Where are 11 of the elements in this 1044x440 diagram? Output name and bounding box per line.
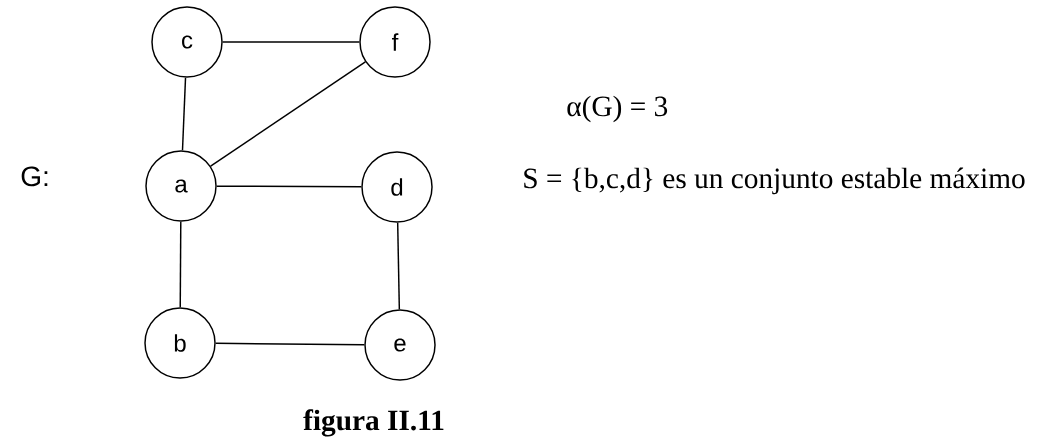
figure-caption: figura II.11 xyxy=(303,409,444,437)
edge-line xyxy=(209,61,367,167)
edge-line xyxy=(396,222,401,310)
edge-line xyxy=(222,41,360,43)
edge-line xyxy=(179,221,182,308)
edge-line xyxy=(181,76,187,152)
statement: S = {b,c,d} es un conjunto estable máximo xyxy=(524,167,1025,195)
formula: α(G) = 3 xyxy=(567,95,668,123)
edge-line xyxy=(215,342,365,346)
graph-name: G: xyxy=(21,166,48,187)
edge-line xyxy=(216,185,362,188)
